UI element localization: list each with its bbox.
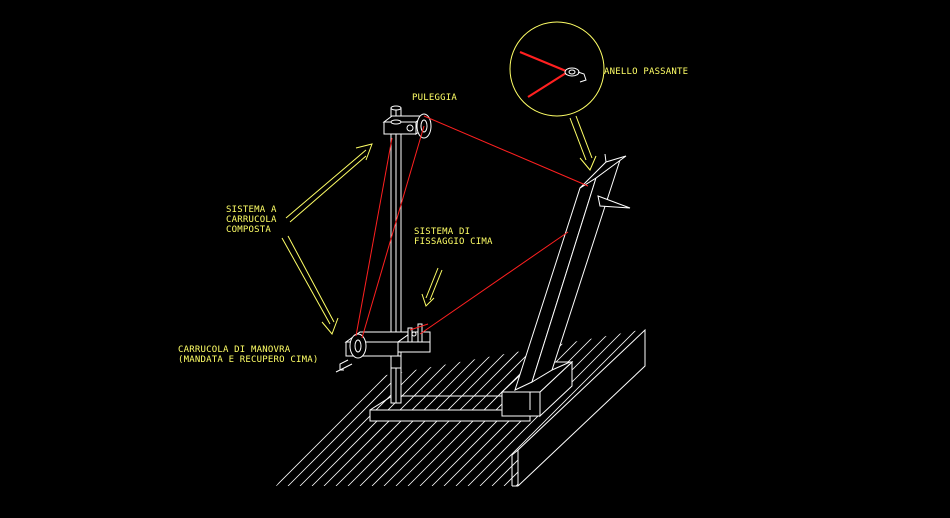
- label-sistema-carrucola-3: COMPOSTA: [226, 225, 271, 235]
- hatch-line: [383, 330, 545, 486]
- labels: ANELLO PASSANTE PULEGGIA SISTEMA A CARRU…: [178, 67, 688, 365]
- detail-circle: [509, 21, 605, 117]
- hatch-line: [563, 330, 640, 486]
- inclined-board: [514, 153, 631, 391]
- hatch-line: [660, 326, 820, 486]
- label-sistema-carrucola-1: SISTEMA A: [226, 205, 277, 215]
- label-carrucola-manovra-2: (MANDATA E RECUPERO CIMA): [178, 355, 318, 365]
- base-plate: [369, 395, 531, 422]
- hatch-line: [648, 326, 808, 486]
- hatch-line: [479, 330, 640, 486]
- hatch-line: [551, 330, 640, 486]
- hatch-line: [575, 330, 640, 486]
- hatch-line: [672, 326, 832, 486]
- label-carrucola-manovra-1: CARRUCOLA DI MANOVRA: [178, 345, 291, 355]
- hatch-line: [623, 330, 640, 486]
- annotation-arrows: [281, 115, 597, 335]
- label-sistema-fissaggio-1: SISTEMA DI: [414, 227, 470, 237]
- hatch-line: [635, 330, 640, 486]
- rope-fixing-cleat: [407, 323, 423, 343]
- bottom-pulley-platform: [335, 331, 431, 373]
- hatch-line: [587, 330, 640, 486]
- hatch-line: [611, 330, 640, 486]
- label-anello-passante: ANELLO PASSANTE: [604, 67, 688, 77]
- rope-lines: [355, 115, 589, 339]
- floor-wall: [511, 328, 646, 487]
- label-puleggia: PULEGGIA: [412, 93, 457, 103]
- label-sistema-carrucola-2: CARRUCOLA: [226, 215, 277, 225]
- label-sistema-fissaggio-2: FISSAGGIO CIMA: [414, 237, 493, 247]
